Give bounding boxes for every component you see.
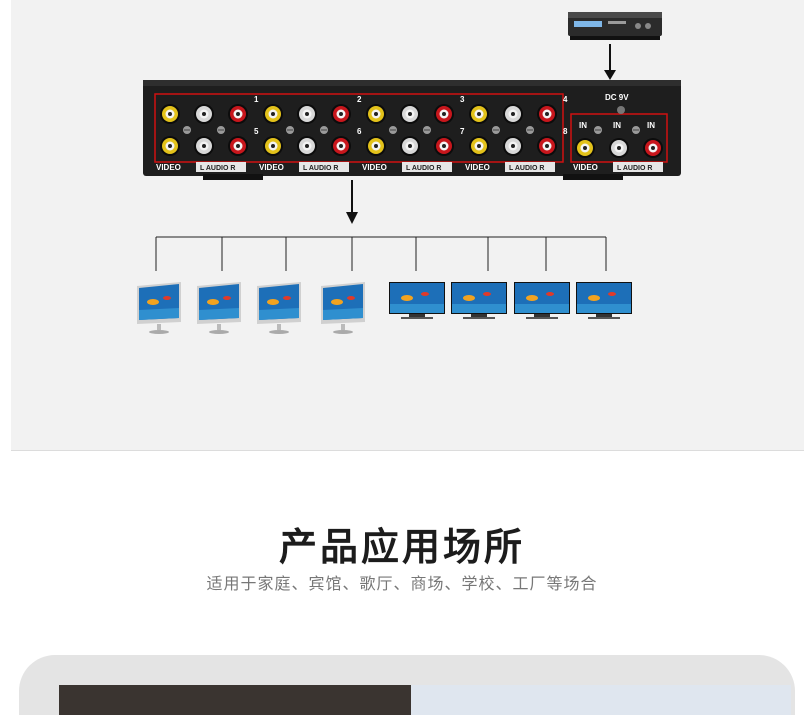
screw-icon	[632, 126, 640, 134]
audio-label-plate	[402, 162, 452, 172]
audio-label: L AUDIO R	[200, 165, 235, 172]
channel-number: 4	[563, 95, 568, 104]
monitor-icon	[321, 282, 365, 334]
channel-number: 1	[254, 95, 259, 104]
screw-icon	[389, 126, 397, 134]
tv-icon	[389, 282, 445, 319]
screw-icon	[526, 126, 534, 134]
channel-number: 8	[563, 127, 568, 136]
audio-label-plate	[299, 162, 349, 172]
audio-right-output-jack	[434, 136, 454, 156]
input-label: IN	[579, 121, 587, 130]
video-label: VIDEO	[259, 163, 284, 172]
dvd-player-icon	[568, 12, 662, 40]
audio-right-output-jack	[434, 104, 454, 124]
monitor-icon	[197, 282, 241, 334]
tv-icon	[514, 282, 570, 319]
screw-icon	[594, 126, 602, 134]
channel-number: 3	[460, 95, 465, 104]
input-label: IN	[647, 121, 655, 130]
power-label: DC 9V	[605, 93, 629, 102]
video-output-jack	[160, 104, 180, 124]
screw-icon	[286, 126, 294, 134]
tv-icon	[451, 282, 507, 319]
screw-icon	[217, 126, 225, 134]
channel-number: 6	[357, 127, 362, 136]
video-output-jack	[469, 104, 489, 124]
audio-label: L AUDIO R	[303, 165, 338, 172]
video-output-jack	[160, 136, 180, 156]
monitor-icon	[257, 282, 301, 334]
audio-left-output-jack	[503, 104, 523, 124]
audio-label: L AUDIO R	[406, 165, 441, 172]
audio-left-output-jack	[297, 136, 317, 156]
audio-label-plate	[505, 162, 555, 172]
screw-icon	[492, 126, 500, 134]
input-arrow-icon	[604, 44, 616, 80]
tv-icon	[576, 282, 632, 319]
section-title: 产品应用场所	[278, 525, 525, 569]
output-arrow-icon	[346, 180, 358, 224]
audio-left-output-jack	[194, 136, 214, 156]
video-input-jack	[575, 138, 595, 158]
audio-left-input-jack	[609, 138, 629, 158]
channel-number: 5	[254, 127, 259, 136]
audio-left-output-jack	[503, 136, 523, 156]
audio-left-output-jack	[194, 104, 214, 124]
section-subtitle: 适用于家庭、宾馆、歌厅、商场、学校、工厂等场合	[206, 574, 598, 593]
audio-right-output-jack	[331, 136, 351, 156]
audio-right-output-jack	[228, 104, 248, 124]
audio-left-output-jack	[297, 104, 317, 124]
video-output-jack	[263, 104, 283, 124]
video-label: VIDEO	[465, 163, 490, 172]
connection-diagram-panel	[11, 0, 804, 451]
monitor-icon	[137, 282, 181, 334]
video-output-jack	[366, 136, 386, 156]
input-label: IN	[613, 121, 621, 130]
input-audio-label-plate	[613, 162, 663, 172]
application-photo-strip	[19, 655, 795, 715]
video-label: VIDEO	[362, 163, 387, 172]
audio-left-output-jack	[400, 104, 420, 124]
screw-icon	[183, 126, 191, 134]
channel-number: 7	[460, 127, 465, 136]
audio-label: L AUDIO R	[509, 165, 544, 172]
audio-right-input-jack	[643, 138, 663, 158]
audio-left-output-jack	[400, 136, 420, 156]
audio-right-output-jack	[331, 104, 351, 124]
video-output-jack	[263, 136, 283, 156]
input-audio-label: L AUDIO R	[617, 165, 652, 172]
audio-right-output-jack	[537, 104, 557, 124]
audio-label-plate	[196, 162, 246, 172]
audio-right-output-jack	[228, 136, 248, 156]
video-output-jack	[366, 104, 386, 124]
audio-right-output-jack	[537, 136, 557, 156]
screw-icon	[320, 126, 328, 134]
distribution-tree	[155, 236, 607, 271]
video-label: VIDEO	[156, 163, 181, 172]
input-video-label: VIDEO	[573, 163, 598, 172]
channel-number: 2	[357, 95, 362, 104]
video-output-jack	[469, 136, 489, 156]
screw-icon	[423, 126, 431, 134]
power-jack-icon	[617, 106, 625, 114]
